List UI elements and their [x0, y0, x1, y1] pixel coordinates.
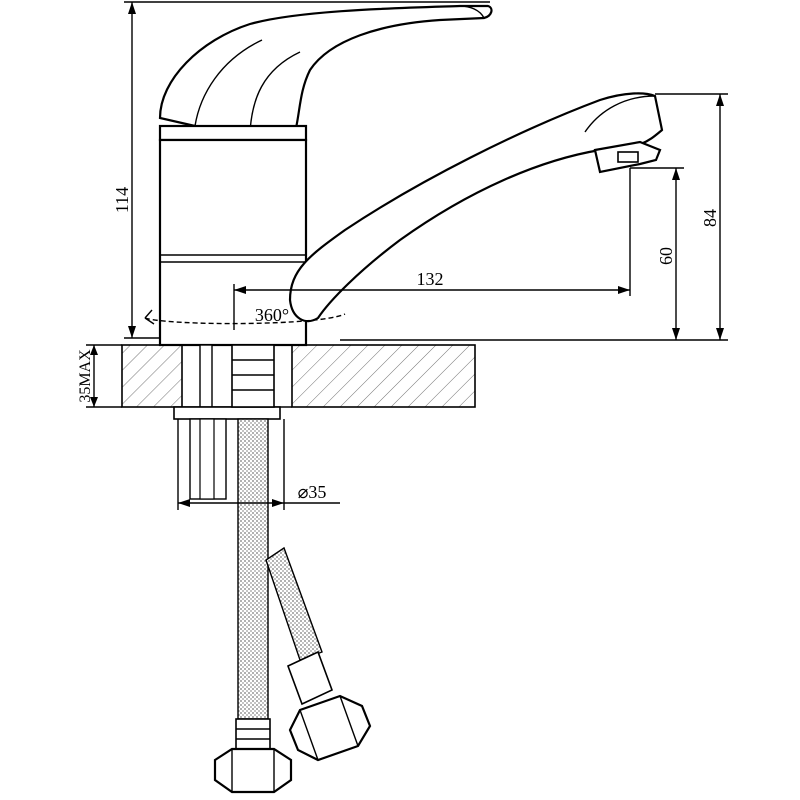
countertop-section — [121, 344, 476, 408]
dimension-outlet-height: 60 — [656, 247, 676, 265]
dimension-hole-diameter: ⌀35 — [298, 482, 327, 502]
dimension-counter-thickness: 35MAX — [77, 349, 94, 403]
dimension-rotation: 360° — [255, 305, 289, 325]
dimension-lines — [86, 1, 728, 510]
dimension-spout-height: 84 — [700, 209, 720, 227]
dimension-total-height: 114 — [112, 187, 132, 213]
flexible-hoses — [213, 418, 372, 794]
dimension-spout-reach: 132 — [417, 269, 444, 289]
faucet-body — [144, 4, 664, 347]
mounting-hardware — [173, 344, 281, 500]
